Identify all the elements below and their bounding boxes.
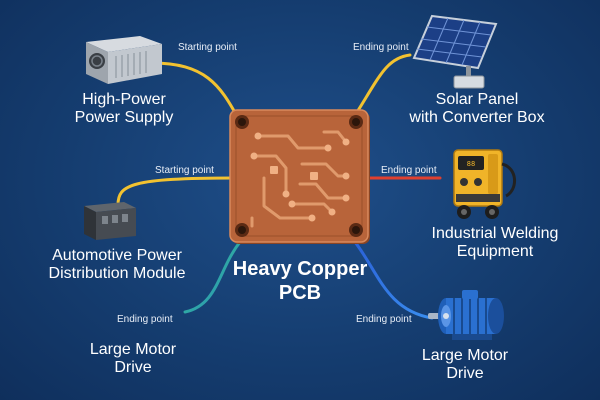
automotive-label: Automotive Power Distribution Module: [22, 247, 212, 283]
solar-panel-icon: [412, 14, 498, 89]
electric-motor-icon: [428, 290, 504, 340]
motor-right-point-label: Ending point: [356, 314, 412, 325]
center-title: Heavy Copper PCB: [210, 257, 390, 305]
automotive-label-line1: Automotive Power: [52, 247, 182, 264]
heavy-copper-pcb-icon: [229, 109, 370, 244]
motor-right-label-line2: Drive: [446, 364, 484, 382]
motor-left-label-line1: Large Motor: [89, 341, 177, 358]
center-title-line2: PCB: [278, 282, 322, 304]
welding-point-label: Ending point: [381, 165, 437, 176]
power-supply-label: High-Power Power Supply: [40, 91, 208, 127]
center-title-line1: Heavy Copper: [232, 258, 368, 280]
motor-left-label-line2: Drive: [114, 358, 152, 376]
welding-label: Industrial Welding Equipment: [410, 225, 580, 261]
automotive-point-label: Starting point: [155, 165, 214, 176]
automotive-label-line2: Distribution Module: [48, 264, 186, 282]
solar-panel-label-line2: with Converter Box: [409, 108, 545, 126]
svg-text:88: 88: [467, 160, 475, 168]
welding-label-line2: Equipment: [456, 242, 534, 260]
wire-motor-left: [183, 240, 242, 314]
power-supply-label-line1: High-Power: [82, 91, 166, 108]
power-supply-icon: [86, 36, 162, 84]
solar-panel-label-line1: Solar Panel: [435, 91, 519, 108]
wire-automotive: [116, 176, 237, 207]
solar-panel-point-label: Ending point: [353, 42, 409, 53]
motor-left-label: Large Motor Drive: [58, 341, 208, 377]
motor-right-label-line1: Large Motor: [421, 347, 509, 364]
wire-power-supply: [150, 61, 240, 120]
power-supply-label-line2: Power Supply: [74, 108, 174, 126]
welder-icon: 88: [453, 149, 516, 219]
wire-motor-right: [350, 236, 434, 320]
welding-label-line1: Industrial Welding: [431, 225, 559, 242]
junction-box-icon: [84, 202, 136, 240]
wire-solar-panel: [350, 53, 412, 122]
motor-right-label: Large Motor Drive: [390, 347, 540, 383]
motor-left-point-label: Ending point: [117, 314, 173, 325]
solar-panel-label: Solar Panel with Converter Box: [392, 91, 562, 127]
power-supply-point-label: Starting point: [178, 42, 237, 53]
